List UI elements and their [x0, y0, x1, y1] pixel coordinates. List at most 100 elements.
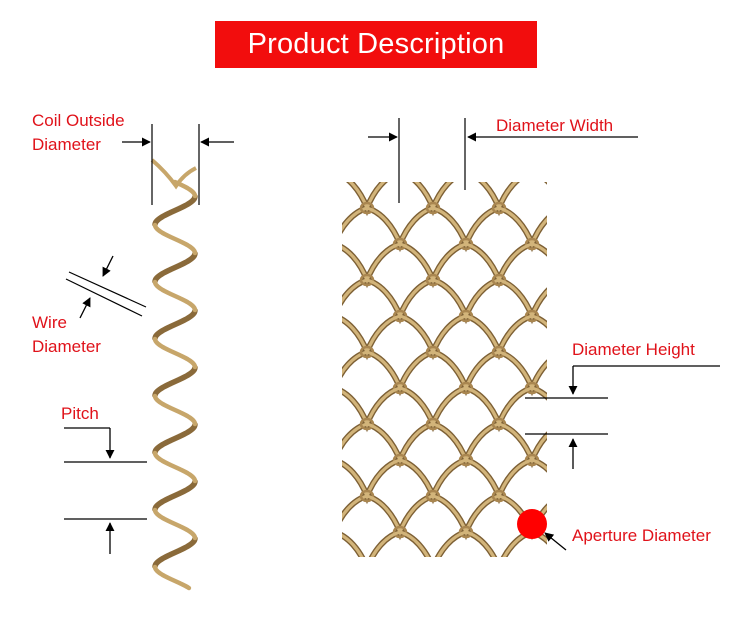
mesh-wire-shadow [598, 172, 664, 208]
mesh-wire [301, 568, 367, 604]
mesh-wire-shadow [565, 208, 631, 244]
mesh-wire [565, 424, 631, 460]
mesh-link-loop [295, 275, 307, 285]
diameter-height-label: Diameter Height [572, 340, 695, 359]
title-banner: Product Description [215, 21, 537, 68]
mesh-wire-shadow [301, 568, 367, 604]
mesh-wire [631, 280, 697, 316]
mesh-link-loop [559, 491, 571, 501]
mesh-link-loop [592, 383, 604, 393]
mesh-wire-shadow [631, 568, 697, 604]
mesh-wire-shadow [598, 604, 664, 619]
mesh-wire [598, 604, 664, 619]
mesh-link-loop [524, 237, 540, 251]
mesh-wire-shadow [433, 568, 499, 604]
mesh-wire [466, 604, 532, 619]
mesh-link-loop [394, 599, 406, 609]
mesh-link-loop [658, 311, 670, 321]
mesh-link-loop [392, 237, 408, 251]
mesh-link-loop [592, 599, 604, 609]
mesh-wire [342, 530, 401, 557]
mesh-wire [465, 530, 533, 557]
mesh-wire [342, 422, 368, 448]
mesh-wire-shadow [268, 604, 334, 619]
mesh-link-loop [460, 599, 472, 609]
mesh-link-loop [359, 201, 375, 215]
mesh-wire [565, 568, 631, 604]
mesh-link-loop [392, 309, 408, 323]
mesh-wire [631, 424, 697, 460]
mesh-wire [342, 494, 368, 520]
mesh-link-loop [491, 489, 507, 503]
mesh-link-loop [427, 563, 439, 573]
mesh-link-loop [491, 273, 507, 287]
mesh-wire [342, 278, 368, 304]
mesh-wire-shadow [631, 280, 697, 316]
mesh-wire-shadow [598, 244, 664, 280]
mesh-link-loop [425, 345, 441, 359]
mesh-wire [598, 244, 664, 280]
coil-outside-diameter-label: Coil Outside Diameter [32, 111, 125, 154]
mesh-wire [598, 172, 664, 208]
mesh-link-loop [625, 203, 637, 213]
mesh-link-loop [392, 525, 408, 539]
mesh-wire-shadow [565, 136, 631, 172]
mesh-link-loop [425, 417, 441, 431]
mesh-link-loop [359, 489, 375, 503]
mesh-link-loop [328, 527, 340, 537]
mesh-link-loop [359, 345, 375, 359]
mesh-link-loop [592, 239, 604, 249]
mesh-wire [400, 604, 466, 619]
diameter-height-dimension [525, 365, 720, 469]
mesh-wire [342, 206, 368, 232]
mesh-link-loop [592, 311, 604, 321]
mesh-wire [301, 136, 367, 172]
mesh-link-loop [295, 563, 307, 573]
mesh-link-loop [458, 453, 474, 467]
mesh-wire-shadow [598, 460, 664, 496]
mesh-wire [565, 280, 631, 316]
mesh-link-loop [458, 237, 474, 251]
mesh-link-loop [625, 563, 637, 573]
mesh-wire-shadow [565, 568, 631, 604]
mesh-wire-shadow [268, 532, 334, 568]
coil-spiral [150, 158, 198, 591]
mesh-wire [531, 530, 547, 543]
mesh-link-loop [625, 419, 637, 429]
mesh-wire-shadow [367, 568, 433, 604]
diameter-width-dimension [368, 118, 638, 203]
mesh-wire [531, 458, 547, 471]
mesh-link-loop [526, 167, 538, 177]
mesh-link-loop [625, 491, 637, 501]
mesh-link-loop [524, 309, 540, 323]
mesh-link-loop [328, 599, 340, 609]
mesh-wire [268, 388, 334, 424]
diameter-width-label: Diameter Width [496, 116, 614, 135]
mesh-link-loop [491, 345, 507, 359]
mesh-wire [499, 136, 565, 172]
mesh-link-loop [559, 563, 571, 573]
page-title: Product Description [247, 28, 505, 60]
mesh-wire [399, 530, 467, 557]
mesh-link-loop [625, 275, 637, 285]
mesh-wire-shadow [543, 182, 547, 185]
mesh-link-loop [425, 489, 441, 503]
mesh-wire-shadow [367, 136, 433, 172]
mesh-wire-shadow [631, 136, 697, 172]
mesh-wire-shadow [565, 280, 631, 316]
mesh-wire [367, 136, 433, 172]
mesh-wire [631, 568, 697, 604]
mesh-wire-shadow [598, 388, 664, 424]
mesh-link-loop [295, 419, 307, 429]
mesh-link-loop [328, 239, 340, 249]
mesh-wire [268, 460, 334, 496]
mesh-link-loop [328, 455, 340, 465]
mesh-link-loop [592, 455, 604, 465]
mesh-wire-shadow [268, 388, 334, 424]
mesh-wire-shadow [433, 136, 499, 172]
pitch-dimension [64, 427, 147, 554]
coil-diameter-dimension [122, 124, 234, 205]
mesh-wire [598, 460, 664, 496]
mesh-link-loop [361, 563, 373, 573]
